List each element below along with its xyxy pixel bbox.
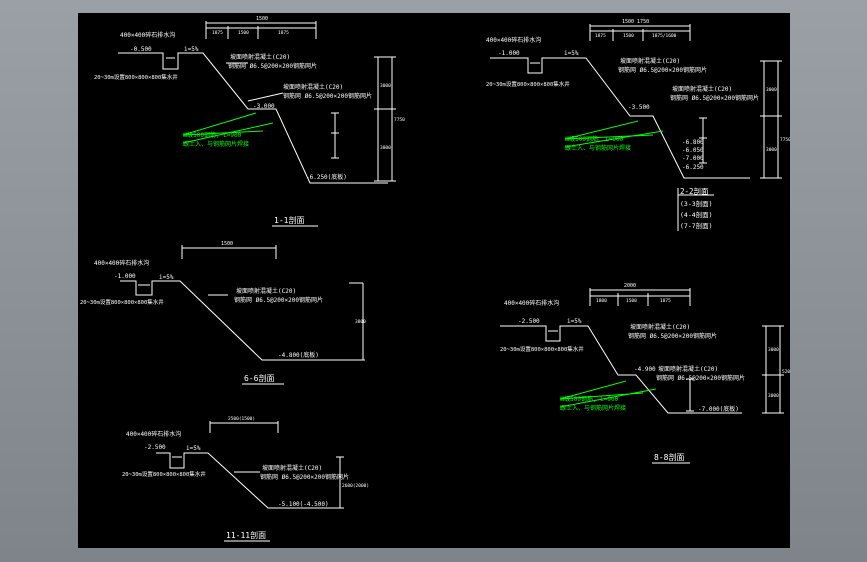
top-seg-2: 1500 [238, 30, 249, 36]
height-2: 3000 [766, 147, 777, 153]
section-6-6: 400×400碎石排水沟 -1.000 i=5% 20~30m设置800×800… [80, 241, 366, 385]
surface-note-2b: 钢筋网 Ø6.5@200×200钢筋网片 [656, 374, 745, 382]
section-11-11: 400×400碎石排水沟 -2.500 i=5% 20~30m设置800×800… [122, 416, 369, 542]
bottom-level: -4.800(底板) [278, 351, 319, 359]
ditch-note: 400×400碎石排水沟 [94, 259, 149, 267]
surface-note-1b: 坡面喷射混凝土(C20) [658, 365, 718, 373]
section-title: 8-8剖面 [654, 452, 684, 462]
surface-note-2: 钢筋网 Ø6.5@200×200钢筋网片 [618, 66, 707, 74]
top-width: 1500 [221, 241, 233, 247]
slope-ratio: i=5% [564, 50, 579, 57]
height-1: 3800 [355, 319, 366, 325]
bottom-level: -6.250 [682, 164, 704, 171]
section-1-1: 400×400碎石排水沟 -0.500 i=5% 20~30m设置800×800… [94, 16, 405, 227]
top-seg-3: 1875 [278, 30, 289, 36]
nail-note-1: Ⅲ级500钢筋, L=900 [560, 395, 619, 403]
total-height: 7750 [780, 137, 790, 143]
bottom-level: -6.250(底板) [306, 173, 347, 181]
surface-note-1: 坡面喷射混凝土(C20) [262, 464, 322, 472]
section-2-2: 400×400碎石排水沟 -1.000 i=5% 20~30m设置800×800… [486, 19, 790, 231]
drawing-svg: 400×400碎石排水沟 -0.500 i=5% 20~30m设置800×800… [80, 16, 790, 542]
slope-ratio: i=5% [567, 318, 582, 325]
top-level: -0.500 [130, 46, 152, 53]
ditch-note: 400×400碎石排水沟 [120, 31, 175, 39]
drain-note: 20~30m设置800×800×800集水井 [486, 80, 570, 88]
drain-note: 20~30m设置800×800×800集水井 [122, 470, 206, 478]
surface-note-1: 坡面喷射混凝土(C20) [620, 57, 680, 65]
top-seg-3: 1875/1600 [652, 33, 677, 39]
total-height: 5200 [782, 369, 790, 375]
height-1: 3000 [766, 87, 777, 93]
slope-ratio: i=5% [186, 445, 201, 452]
drain-note: 20~30m设置800×800×800集水井 [80, 298, 164, 306]
top-width: 2500(1500) [228, 416, 255, 422]
drain-note: 20~30m设置800×800×800集水井 [500, 345, 584, 353]
top-seg-1: 1875 [212, 30, 223, 36]
berm-level: -3.500 [628, 104, 650, 111]
total-height: 7750 [394, 117, 405, 123]
section-title: 2-2剖面 [680, 186, 709, 196]
top-seg-1: 1800 [596, 298, 607, 304]
slope-ratio: i=5% [159, 274, 174, 281]
nail-note-1: Ⅲ级500钢筋, L=900 [183, 131, 242, 139]
surface-note-2b: 钢筋网 Ø6.5@200×200钢筋网片 [670, 94, 759, 102]
top-level: -1.000 [498, 50, 520, 57]
surface-note-1b: 坡面喷射混凝土(C20) [672, 85, 732, 93]
section-title: 1-1剖面 [274, 215, 304, 225]
height-1: 2600(2000) [342, 483, 369, 489]
height-1: 3000 [380, 83, 391, 89]
ditch-note: 400×400碎石排水沟 [486, 36, 541, 44]
surface-note-2: 钢筋网 Ø6.5@200×200钢筋网片 [228, 62, 317, 70]
extra-level-2: -6.050 [682, 147, 704, 154]
height-2: 3000 [380, 145, 391, 151]
bottom-level: -7.000(底板) [698, 405, 739, 413]
bottom-level: -5.100(-4.500) [278, 501, 329, 508]
top-seg-1: 1875 [595, 33, 606, 39]
height-1: 3000 [768, 347, 779, 353]
surface-note-1: 坡面喷射混凝土(C20) [236, 287, 296, 295]
top-seg-2: 1500 [626, 298, 637, 304]
extra-level-3: -7.000 [682, 155, 704, 162]
surface-note-2: 钢筋网 Ø6.5@200×200钢筋网片 [234, 296, 323, 304]
legend-2: (4-4剖面) [680, 210, 713, 219]
surface-note-2: 钢筋网 Ø6.5@200×200钢筋网片 [628, 332, 717, 340]
top-width: 1500 [256, 16, 268, 22]
section-title: 6-6剖面 [244, 373, 274, 383]
top-level: -1.000 [114, 273, 136, 280]
top-level: -2.500 [518, 318, 540, 325]
height-2: 3000 [768, 393, 779, 399]
top-width: 2000 [624, 283, 636, 289]
surface-note-1: 坡面喷射混凝土(C20) [230, 53, 290, 61]
top-level: -2.500 [144, 444, 166, 451]
drain-note: 20~30m设置800×800×800集水井 [94, 73, 178, 81]
surface-note-2b: 钢筋网 Ø6.5@200×200钢筋网片 [283, 92, 372, 100]
ditch-note: 400×400碎石排水沟 [504, 299, 559, 307]
surface-note-1: 坡面喷射混凝土(C20) [630, 323, 690, 331]
nail-note-1: Ⅲ级500钢筋, L=900 [565, 135, 624, 143]
surface-note-2: 钢筋网 Ø6.5@200×200钢筋网片 [260, 473, 349, 481]
nail-note-2: 跟土入、与钢筋网片焊接 [560, 404, 626, 412]
section-title: 11-11剖面 [226, 530, 266, 540]
extra-level-1: -6.800 [682, 139, 704, 146]
top-seg-2: 1500 [623, 33, 634, 39]
legend-3: (7-7剖面) [680, 221, 713, 230]
slope-ratio: i=5% [184, 46, 199, 53]
nail-note-2: 跟土入、与钢筋网片焊接 [183, 140, 249, 148]
ditch-note: 400×400碎石排水沟 [126, 430, 181, 438]
top-width: 1500 1750 [622, 19, 649, 25]
drawing-canvas[interactable]: 400×400碎石排水沟 -0.500 i=5% 20~30m设置800×800… [78, 13, 790, 548]
nail-note-2: 跟土入、与钢筋网片焊接 [565, 144, 631, 152]
section-8-8: 400×400碎石排水沟 -2.500 i=5% 20~30m设置800×800… [500, 283, 790, 464]
top-seg-3: 1875 [660, 298, 671, 304]
berm-level: -4.900 [634, 366, 656, 373]
surface-note-1b: 坡面喷射混凝土(C20) [283, 83, 343, 91]
berm-level: -3.000 [253, 103, 275, 110]
legend-1: (3-3剖面) [680, 199, 713, 208]
